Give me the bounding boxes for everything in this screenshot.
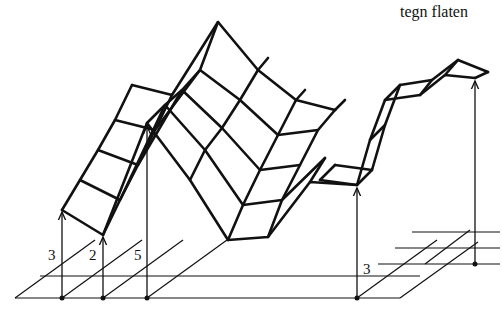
height-arrows <box>62 81 475 296</box>
base-dots <box>60 262 478 301</box>
height-value: 3 <box>48 248 56 263</box>
surface-wireframe <box>62 22 488 240</box>
height-value: 5 <box>134 248 142 263</box>
height-value: 2 <box>89 248 97 263</box>
instruction-text: tegn flaten <box>400 4 468 20</box>
height-value: 3 <box>363 262 371 277</box>
base-grid <box>15 230 500 298</box>
